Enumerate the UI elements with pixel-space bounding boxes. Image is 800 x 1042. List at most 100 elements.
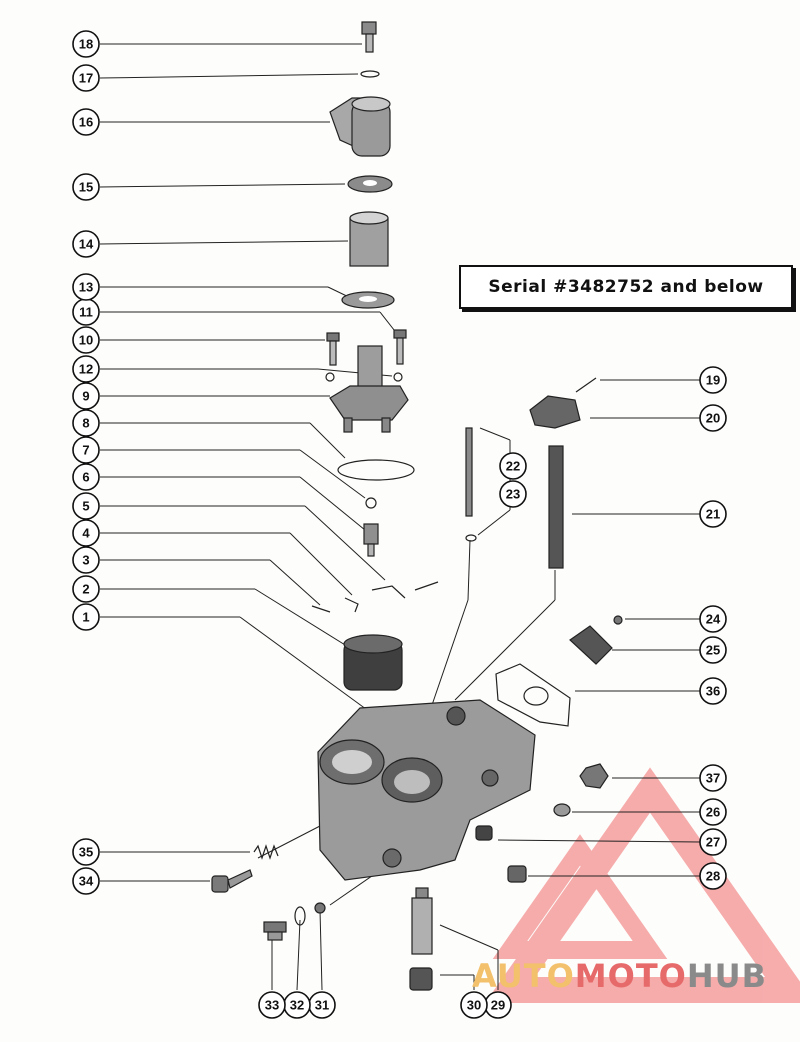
callout-number: 20 <box>706 411 720 426</box>
callout-number: 29 <box>491 998 505 1013</box>
callout-number: 6 <box>82 470 89 485</box>
callout-20: 20 <box>699 404 727 432</box>
callout-number: 35 <box>79 845 93 860</box>
callout-circle <box>699 677 727 705</box>
callout-number: 9 <box>82 389 89 404</box>
callout-17: 17 <box>72 64 100 92</box>
callout-21: 21 <box>699 500 727 528</box>
callout-number: 33 <box>265 998 279 1013</box>
part-21-shaft <box>548 445 564 569</box>
callout-number: 19 <box>706 373 720 388</box>
part-6-needle-seat <box>363 523 379 557</box>
watermark-part-3: HUB <box>686 957 768 995</box>
part-11-screw <box>393 329 407 365</box>
callout-number: 4 <box>82 526 90 541</box>
callout-circle <box>72 409 100 437</box>
callout-24: 24 <box>699 605 727 633</box>
callout-number: 25 <box>706 643 720 658</box>
callout-circle <box>699 636 727 664</box>
callout-35: 35 <box>72 838 100 866</box>
serial-note-box: Serial #3482752 and below <box>459 265 793 309</box>
callout-circle <box>258 991 286 1019</box>
callout-11: 11 <box>72 298 100 326</box>
callout-32: 32 <box>283 991 311 1019</box>
part-23-o-ring <box>465 534 477 542</box>
callout-circle <box>72 382 100 410</box>
callout-14: 14 <box>72 230 100 258</box>
part-30-jet <box>409 967 433 991</box>
callout-number: 16 <box>79 115 93 130</box>
callout-number: 31 <box>315 998 329 1013</box>
callout-circle <box>72 519 100 547</box>
callout-circle <box>72 546 100 574</box>
part-22-needle <box>465 427 473 517</box>
callout-number: 34 <box>79 874 94 889</box>
part-13-gasket <box>341 291 395 309</box>
callout-16: 16 <box>72 108 100 136</box>
part-8-gasket <box>337 459 415 481</box>
callout-circle <box>72 355 100 383</box>
part-7-washer <box>365 497 377 509</box>
callout-number: 28 <box>706 869 720 884</box>
callout-circle <box>72 867 100 895</box>
callout-circle <box>460 991 488 1019</box>
callout-number: 10 <box>79 333 93 348</box>
callout-number: 1 <box>82 610 89 625</box>
part-5-float-arm <box>371 581 439 599</box>
callout-circle <box>699 828 727 856</box>
part-33-plug <box>263 921 287 941</box>
leader-lines <box>99 43 701 991</box>
part-29-nozzle <box>411 887 433 955</box>
part-34-adjusting-screw <box>211 869 253 893</box>
callout-8: 8 <box>72 409 100 437</box>
part-28-plug <box>507 865 527 883</box>
callout-number: 24 <box>706 612 721 627</box>
part-19-screw <box>575 377 597 393</box>
callout-number: 15 <box>79 180 93 195</box>
callout-3: 3 <box>72 546 100 574</box>
part-32-gasket <box>294 906 306 926</box>
callout-circle <box>72 64 100 92</box>
callout-circle <box>72 108 100 136</box>
callout-4: 4 <box>72 519 100 547</box>
part-9-fuel-bowl-cover <box>329 345 409 433</box>
callout-circle <box>72 463 100 491</box>
callout-number: 3 <box>82 553 89 568</box>
part-14-filter <box>349 211 389 267</box>
part-18-screw <box>361 21 377 53</box>
serial-note: Serial #3482752 and below <box>488 277 764 297</box>
callout-circle <box>699 862 727 890</box>
part-16-float-bowl-cover <box>329 96 391 157</box>
callout-circle <box>699 798 727 826</box>
callout-number: 13 <box>79 280 93 295</box>
callout-2: 2 <box>72 575 100 603</box>
callout-18: 18 <box>72 30 100 58</box>
callout-23: 23 <box>499 480 527 508</box>
watermark-text: AUTOMOTOHUB <box>472 957 767 995</box>
callout-5: 5 <box>72 492 100 520</box>
watermark-part-1: AUTO <box>472 957 575 995</box>
callout-circle <box>699 404 727 432</box>
callout-number: 36 <box>706 684 720 699</box>
callout-number: 22 <box>506 459 520 474</box>
callout-22: 22 <box>499 452 527 480</box>
callout-circle <box>699 764 727 792</box>
callout-circle <box>72 603 100 631</box>
callout-15: 15 <box>72 173 100 201</box>
callout-number: 27 <box>706 835 720 850</box>
callout-25: 25 <box>699 636 727 664</box>
callout-37: 37 <box>699 764 727 792</box>
callout-number: 8 <box>82 416 89 431</box>
callout-31: 31 <box>308 991 336 1019</box>
callout-number: 7 <box>82 443 89 458</box>
callout-circle <box>72 492 100 520</box>
callout-number: 32 <box>290 998 304 1013</box>
callout-33: 33 <box>258 991 286 1019</box>
callout-number: 30 <box>467 998 481 1013</box>
part-25-cover <box>569 625 613 665</box>
callout-12: 12 <box>72 355 100 383</box>
part-24-screw <box>613 615 623 625</box>
callout-circle <box>499 452 527 480</box>
